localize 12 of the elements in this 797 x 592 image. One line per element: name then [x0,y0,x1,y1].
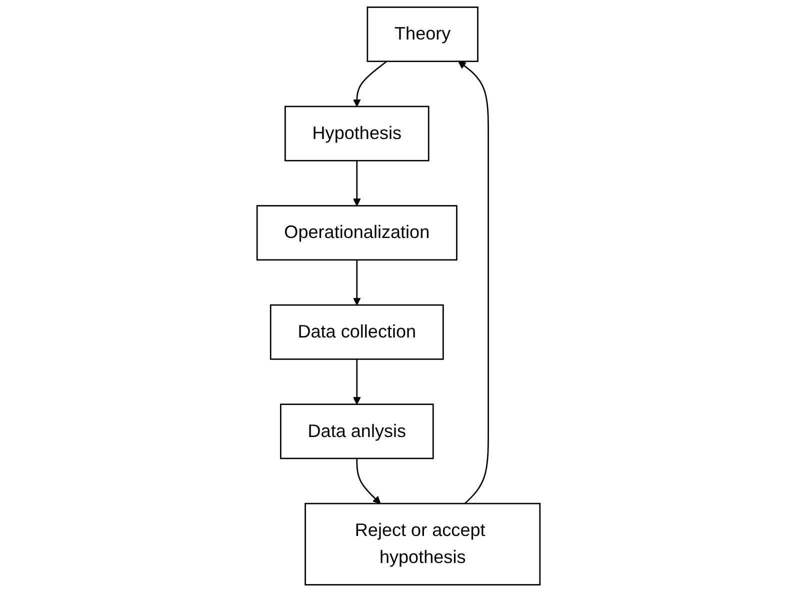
arrow [352,359,361,405]
arrow [352,160,361,206]
node-box: Data anlysis [280,404,434,460]
arrow [352,260,361,306]
arrow [356,458,381,504]
node-box: Reject or accept hypothesis [304,502,541,586]
node-box: Data collection [270,304,444,360]
arrow [458,61,489,504]
arrow [352,60,388,107]
node-box: Theory [366,6,478,62]
node-box: Hypothesis [284,106,430,162]
node-box: Operationalization [256,205,458,261]
